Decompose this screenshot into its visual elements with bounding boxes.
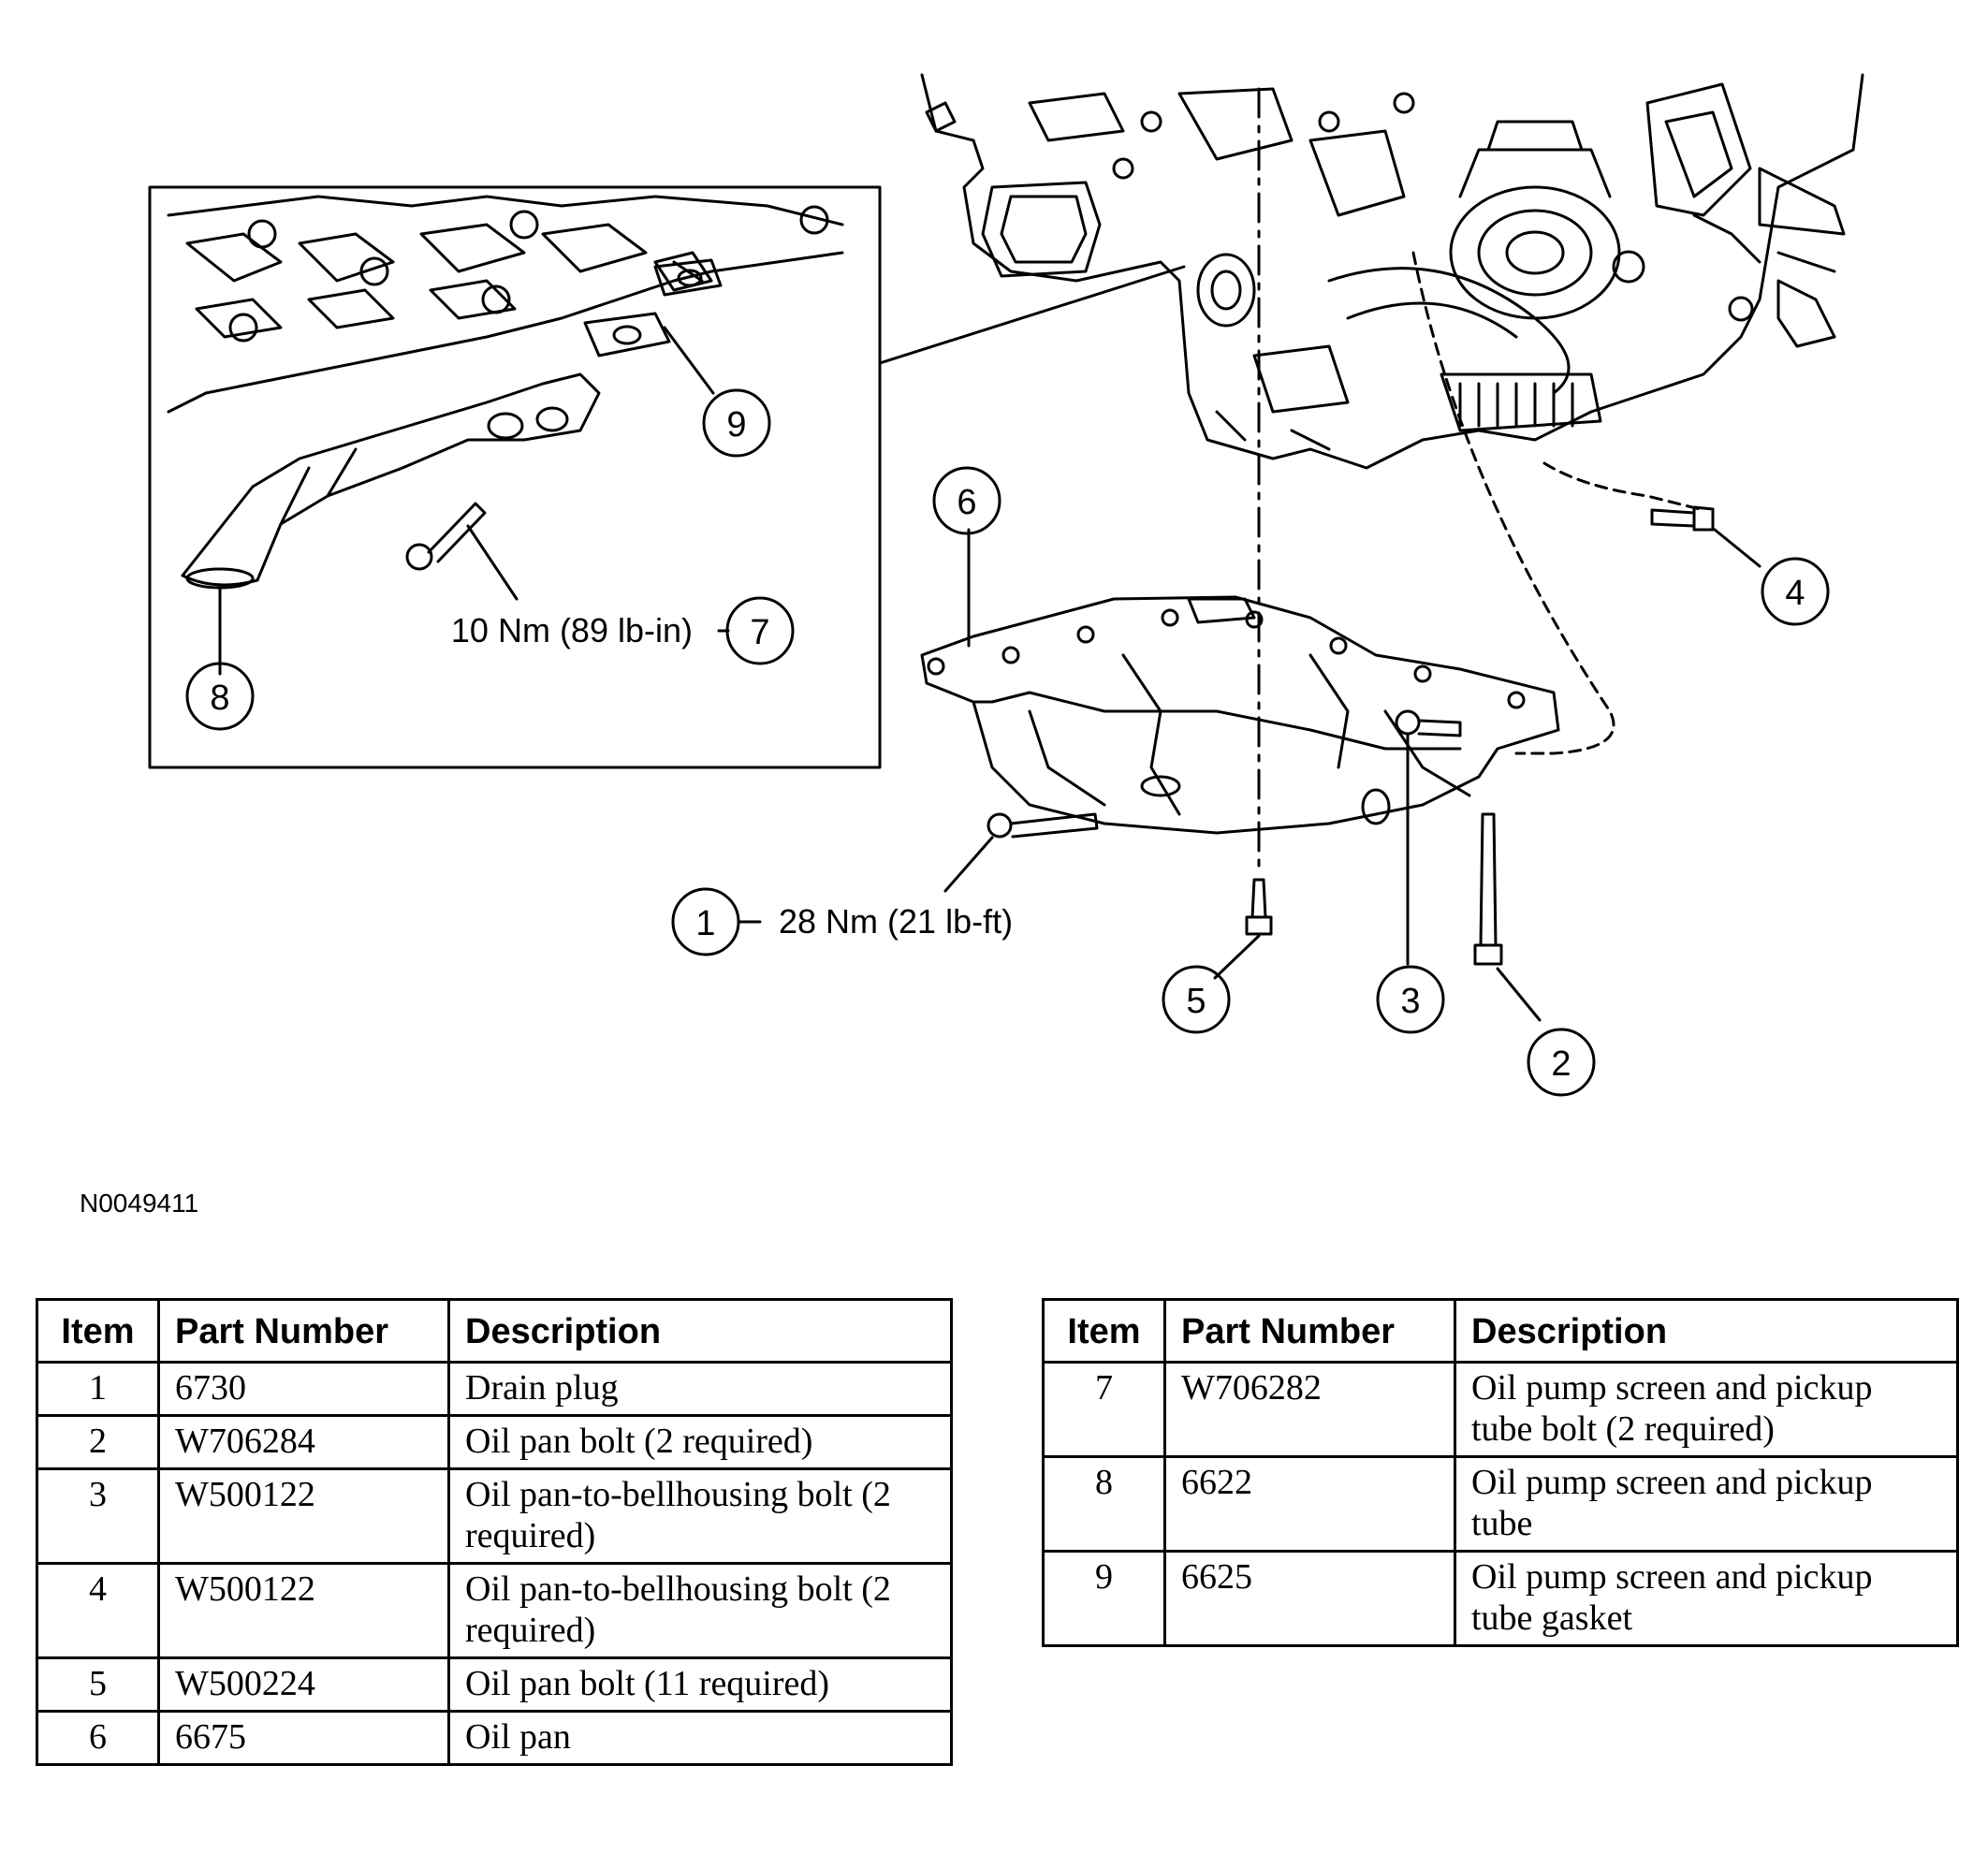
cell-part-number: W500224	[157, 1656, 450, 1713]
callout-9: 9	[726, 405, 746, 445]
cell-description: Oil pump screen and pickup tube bolt (2 …	[1454, 1361, 1959, 1458]
bolt-3-illustration	[1395, 709, 1462, 737]
table-row: 7 W706282 Oil pump screen and pickup tub…	[1042, 1361, 1959, 1458]
bolt-3-guide-line	[1411, 251, 1615, 755]
callout-circle-8	[185, 662, 255, 731]
cell-description: Oil pump screen and pickup tube gasket	[1454, 1550, 1959, 1647]
callout-circle-5	[1162, 965, 1231, 1034]
table-row: 3 W500122 Oil pan-to-bellhousing bolt (2…	[36, 1467, 953, 1565]
cell-part-number: 6730	[157, 1361, 450, 1417]
parts-table-right: Item Part Number Description 7 W706282 O…	[1042, 1298, 1959, 1647]
header-description: Description	[447, 1298, 953, 1364]
leader-9	[663, 326, 715, 395]
cell-part-number: 6622	[1163, 1455, 1456, 1553]
bolt-2-illustration	[1473, 812, 1503, 966]
engine-block-illustration	[920, 73, 1864, 470]
inset-pickup-tube-illustration	[181, 372, 601, 590]
leader-5	[1213, 934, 1261, 980]
figure-id: N0049411	[80, 1189, 199, 1218]
oil-pan-illustration	[920, 595, 1560, 835]
header-item: Item	[36, 1298, 160, 1364]
header-description: Description	[1454, 1298, 1959, 1364]
table-header-row: Item Part Number Description	[36, 1298, 953, 1364]
callout-3: 3	[1400, 982, 1420, 1021]
exploded-diagram: 9 7 8 6 4 1 5 3 2 10 Nm (89 lb-in) 28 Nm…	[148, 73, 1864, 1097]
inset-bolt-illustration	[405, 502, 487, 571]
callout-circle-9	[702, 388, 771, 458]
torque-label-item1: 28 Nm (21 lb-ft)	[779, 902, 1013, 941]
cell-item: 8	[1042, 1455, 1166, 1553]
callout-circle-7	[725, 596, 795, 665]
table-row: 8 6622 Oil pump screen and pickup tube	[1042, 1455, 1959, 1553]
bolt-4-guide-line	[1542, 461, 1705, 512]
header-part-number: Part Number	[1163, 1298, 1456, 1364]
leader-7	[466, 524, 519, 601]
callout-circle-6	[932, 466, 1001, 535]
callout-circle-4	[1761, 557, 1830, 626]
header-item: Item	[1042, 1298, 1166, 1364]
cell-item: 5	[36, 1656, 160, 1713]
callout-6: 6	[957, 483, 976, 522]
table-row: 2 W706284 Oil pan bolt (2 required)	[36, 1414, 953, 1470]
cell-description: Drain plug	[447, 1361, 953, 1417]
cell-part-number: W500122	[157, 1562, 450, 1659]
cell-part-number: W706282	[1163, 1361, 1456, 1458]
cell-description: Oil pan bolt (2 required)	[447, 1414, 953, 1470]
cell-item: 6	[36, 1710, 160, 1766]
bolt-5-illustration	[1245, 878, 1273, 936]
cell-part-number: 6675	[157, 1710, 450, 1766]
torque-label-item7: 10 Nm (89 lb-in)	[451, 611, 693, 649]
cell-description: Oil pan	[447, 1710, 953, 1766]
callout-7: 7	[750, 613, 769, 652]
inset-leader-line	[878, 265, 1186, 365]
parts-table-left: Item Part Number Description 1 6730 Drai…	[36, 1298, 953, 1766]
callout-4: 4	[1785, 574, 1805, 613]
callout-circle-2	[1527, 1028, 1596, 1097]
table-row: 9 6625 Oil pump screen and pickup tube g…	[1042, 1550, 1959, 1647]
callout-circle-3	[1376, 965, 1445, 1034]
callout-5: 5	[1186, 982, 1206, 1021]
leader-1	[943, 836, 994, 893]
cell-item: 7	[1042, 1361, 1166, 1458]
cell-item: 2	[36, 1414, 160, 1470]
header-part-number: Part Number	[157, 1298, 450, 1364]
cell-item: 1	[36, 1361, 160, 1417]
callout-2: 2	[1551, 1044, 1571, 1084]
table-row: 1 6730 Drain plug	[36, 1361, 953, 1417]
cell-item: 3	[36, 1467, 160, 1565]
cell-description: Oil pan-to-bellhousing bolt (2 required)	[447, 1562, 953, 1659]
bolt-4-illustration	[1650, 505, 1715, 532]
leader-2	[1496, 967, 1542, 1022]
table-row: 4 W500122 Oil pan-to-bellhousing bolt (2…	[36, 1562, 953, 1659]
inset-detail-frame	[148, 185, 882, 769]
cell-part-number: 6625	[1163, 1550, 1456, 1647]
inset-gasket-illustration	[583, 258, 723, 357]
leader-4	[1713, 528, 1761, 568]
cell-description: Oil pump screen and pickup tube	[1454, 1455, 1959, 1553]
table-row: 6 6675 Oil pan	[36, 1710, 953, 1766]
drain-plug-illustration	[987, 812, 1099, 839]
callout-1: 1	[695, 904, 715, 943]
cell-item: 9	[1042, 1550, 1166, 1647]
cell-description: Oil pan bolt (11 required)	[447, 1656, 953, 1713]
cell-description: Oil pan-to-bellhousing bolt (2 required)	[447, 1467, 953, 1565]
table-row: 5 W500224 Oil pan bolt (11 required)	[36, 1656, 953, 1713]
cell-item: 4	[36, 1562, 160, 1659]
callout-circle-1	[671, 887, 740, 956]
cell-part-number: W706284	[157, 1414, 450, 1470]
callout-8: 8	[210, 678, 229, 718]
cell-part-number: W500122	[157, 1467, 450, 1565]
table-header-row: Item Part Number Description	[1042, 1298, 1959, 1364]
inset-engine-illustration	[167, 195, 844, 414]
